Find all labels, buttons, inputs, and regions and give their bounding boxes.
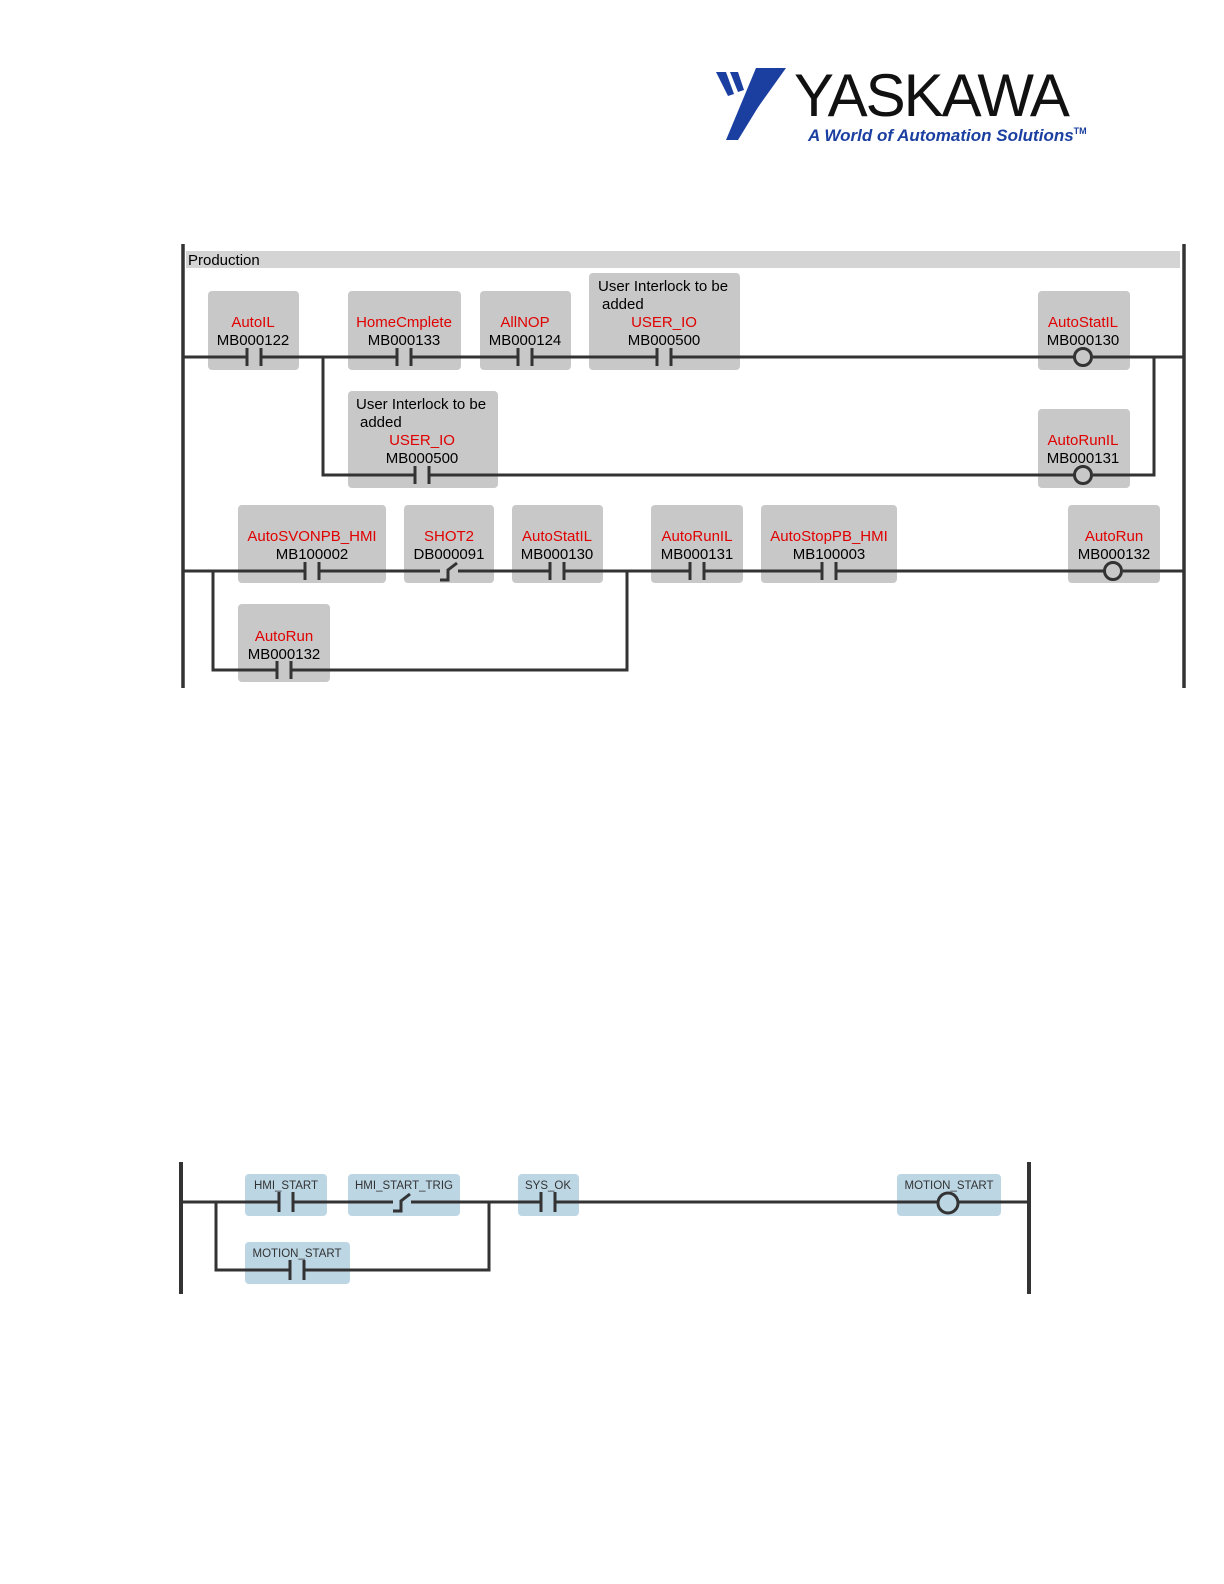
contact-name: AutoStopPB_HMI [770,528,888,545]
contact-address: MB000130 [521,546,594,563]
rung2-wires [183,569,1184,672]
coil-icon [936,1191,960,1215]
contact-box-hmi-start [245,1174,327,1216]
contact-name: HMI_START_TRIG [355,1180,453,1192]
coil-name: AutoRunIL [1048,432,1119,449]
yaskawa-swoosh-icon [716,68,786,140]
coil-address: MB000131 [1047,450,1120,467]
yaskawa-logo: YASKAWA A World of Automation SolutionsT… [712,62,1087,154]
contact-name: HomeCmplete [356,314,452,331]
contact-note: User Interlock to be [356,396,486,413]
contact-address: DB000091 [414,546,485,563]
contact-box-shot2 [404,505,494,583]
coil-box-autorun [1068,505,1160,583]
coil-name: AutoStatIL [1048,314,1118,331]
coil-name: MOTION_START [904,1180,993,1192]
contact-name: AllNOP [500,314,549,331]
contact-box-sys-ok [518,1174,579,1216]
contact-note: User Interlock to be [598,278,728,295]
coil-name: AutoRun [1085,528,1143,545]
contact-address: MB000500 [386,450,459,467]
contact-name: SHOT2 [424,528,474,545]
contact-name: AutoRun [255,628,313,645]
contact-box-autostatil [512,505,603,583]
coil-icon [1103,561,1123,581]
rung3-wires [181,1200,1029,1272]
contact-box-autosvonpb-hmi [238,505,386,583]
logo-tm: TM [1073,126,1087,136]
contact-box-homecmplete [348,291,461,370]
contact-box-motion-start-branch [245,1242,350,1284]
contact-box-autorunil [651,505,743,583]
contact-address: MB100003 [793,546,866,563]
contact-name: USER_IO [389,432,455,449]
rung2-contact-symbols [275,561,1123,679]
ladder-diagram-motion-start: HMI_START HMI_START_TRIG SYS_OK MOTION_S… [179,1162,1031,1294]
logo-tagline-text: A World of Automation Solutions [808,126,1074,145]
contact-box-autoil [208,291,299,370]
rung1-wires [183,355,1184,477]
contact-address: MB100002 [276,546,349,563]
contact-box-autorun-branch [238,604,330,682]
rising-edge-icon [440,561,458,582]
ladder-diagram-production: Production [181,244,1186,688]
coil-box-motion-start [897,1174,1001,1216]
coil-icon [1073,347,1093,367]
rung-title-bar [186,251,1180,268]
contact-address: MB000132 [248,646,321,663]
contact-note: added [602,296,644,313]
contact-box-hmi-start-trig [348,1174,460,1216]
rung1-contact-symbols [245,347,1093,485]
contact-name: AutoSVONPB_HMI [247,528,376,545]
logo-wordmark: YASKAWA [794,62,1070,129]
contact-name: USER_IO [631,314,697,331]
logo-tagline: A World of Automation SolutionsTM [808,126,1087,146]
contact-name: AutoRunIL [662,528,733,545]
contact-box-autostoppb-hmi [761,505,897,583]
contact-box-user-io [589,273,740,370]
coil-icon [1073,465,1093,485]
contact-address: MB000122 [217,332,290,349]
rising-edge-icon [393,1192,411,1213]
contact-address: MB000133 [368,332,441,349]
contact-name: SYS_OK [525,1180,571,1192]
contact-address: MB000124 [489,332,562,349]
contact-address: MB000131 [661,546,734,563]
contact-note: added [360,414,402,431]
coil-address: MB000132 [1078,546,1151,563]
contact-name: AutoIL [231,314,274,331]
contact-name: HMI_START [254,1180,318,1192]
contact-address: MB000500 [628,332,701,349]
contact-name: MOTION_START [252,1248,341,1260]
contact-box-allnop [480,291,571,370]
coil-address: MB000130 [1047,332,1120,349]
contact-name: AutoStatIL [522,528,592,545]
rung-title: Production [188,252,260,269]
coil-box-autostatil [1038,291,1130,370]
coil-box-autorunil [1038,409,1130,488]
rung3-contact-symbols [277,1191,960,1280]
contact-box-user-io-branch [348,391,498,488]
